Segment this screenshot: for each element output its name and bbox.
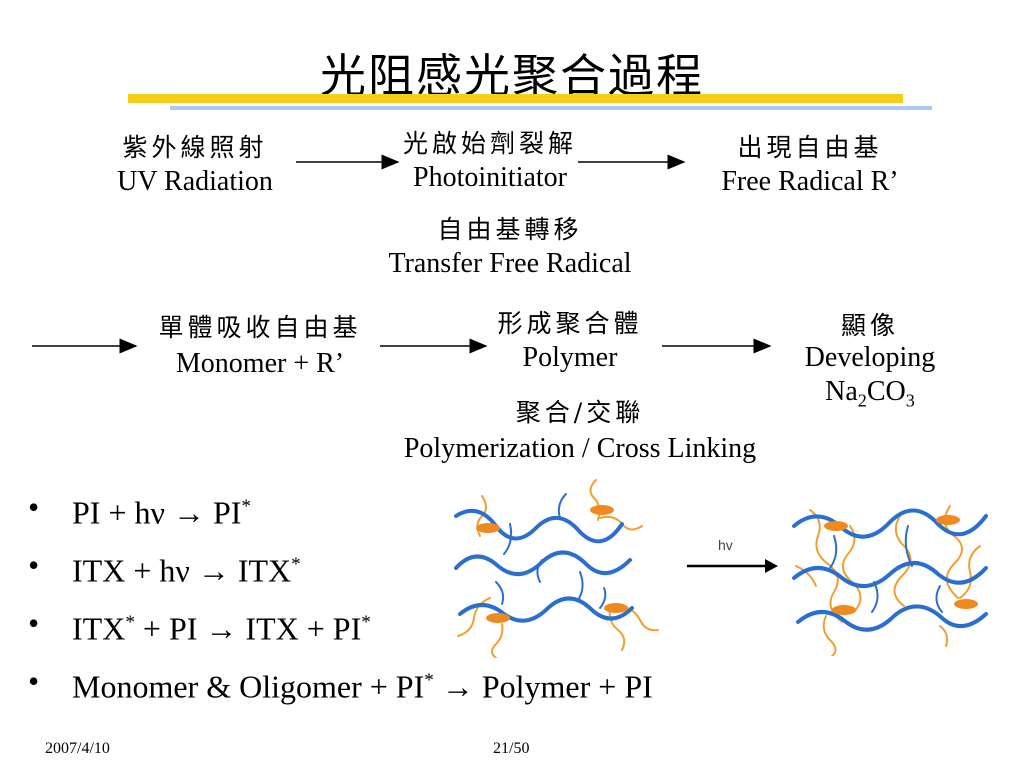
formula-co: CO	[866, 376, 906, 407]
row2-step2-zh: 形成聚合體	[497, 309, 643, 338]
bullet-item: • ITX* + PI → ITX + PI*	[28, 598, 653, 656]
chemical-formula-na2co3: Na2CO3	[770, 376, 970, 412]
reaction-arrow	[687, 559, 778, 573]
row1-step3-en: Free Radical R’	[721, 166, 899, 197]
row1-step1-en: UV Radiation	[117, 166, 273, 197]
row1-step2-en: Photoinitiator	[413, 162, 567, 193]
bullet-text: PI + hν → PI	[72, 494, 242, 531]
row1-step1-zh: 紫外線照射	[122, 133, 268, 162]
row2-step1-zh: 單體吸收自由基	[158, 313, 362, 342]
bullet-marker: •	[28, 605, 40, 641]
bullet-item: • Monomer & Oligomer + PI* → Polymer + P…	[28, 656, 653, 714]
row2-note-zh: 聚合/交聯	[515, 398, 645, 427]
bullet-text: Monomer & Oligomer + PI	[72, 668, 425, 705]
bullet-text: ITX + hν → ITX	[72, 552, 292, 589]
row1-step3-zh: 出現自由基	[737, 133, 883, 162]
bullet-superscript: *	[125, 612, 135, 633]
row2-step2: 形成聚合體 Polymer	[470, 304, 670, 374]
bullet-text-tail: → Polymer + PI	[433, 668, 653, 705]
bullet-superscript-2: *	[361, 612, 371, 633]
formula-co-subscript: 3	[905, 390, 915, 411]
row2-step1-en: Monomer + R’	[175, 348, 345, 379]
bullet-superscript: *	[291, 554, 301, 575]
bullet-item: • PI + hν → PI*	[28, 482, 653, 540]
row2-note: 聚合/交聯 Polymerization / Cross Linking	[355, 393, 805, 465]
row1-note-en: Transfer Free Radical	[388, 248, 632, 279]
formula-na: Na	[825, 376, 858, 407]
footer-date: 2007/4/10	[45, 740, 110, 757]
bullet-superscript: *	[424, 670, 434, 691]
row2-step1: 單體吸收自由基 Monomer + R’	[135, 308, 385, 380]
row2-step3: 顯像 Developing Na2CO3	[770, 306, 970, 412]
title-underline-yellow	[128, 94, 903, 103]
row2-step2-en: Polymer	[522, 342, 618, 373]
row2-note-en: Polymerization / Cross Linking	[403, 433, 757, 464]
footer-page-number: 21/50	[493, 740, 530, 757]
hv-label: hv	[718, 537, 733, 553]
bullet-marker: •	[28, 489, 40, 525]
bullet-text: ITX	[72, 610, 126, 647]
title-underline-blue	[170, 106, 932, 110]
row1-step2: 光啟始劑裂解 Photoinitiator	[375, 124, 605, 194]
row1-step1: 紫外線照射 UV Radiation	[90, 128, 300, 198]
row2-step3-zh: 顯像	[840, 311, 899, 340]
polymer-network-before	[454, 479, 659, 658]
bullet-list: • PI + hν → PI* • ITX + hν → ITX* • ITX*…	[28, 482, 653, 714]
polymer-network-after	[792, 505, 988, 656]
formula-na-subscript: 2	[857, 390, 867, 411]
row1-note: 自由基轉移 Transfer Free Radical	[340, 210, 680, 280]
row1-note-zh: 自由基轉移	[437, 215, 583, 244]
row2-step3-en: Developing	[804, 342, 936, 373]
bullet-item: • ITX + hν → ITX*	[28, 540, 653, 598]
bullet-superscript: *	[241, 496, 252, 517]
row1-step2-zh: 光啟始劑裂解	[402, 129, 577, 158]
bullet-marker: •	[28, 663, 40, 699]
bullet-marker: •	[28, 547, 40, 583]
row1-step3: 出現自由基 Free Radical R’	[690, 128, 930, 198]
bullet-text-tail: + PI → ITX + PI	[134, 610, 362, 647]
